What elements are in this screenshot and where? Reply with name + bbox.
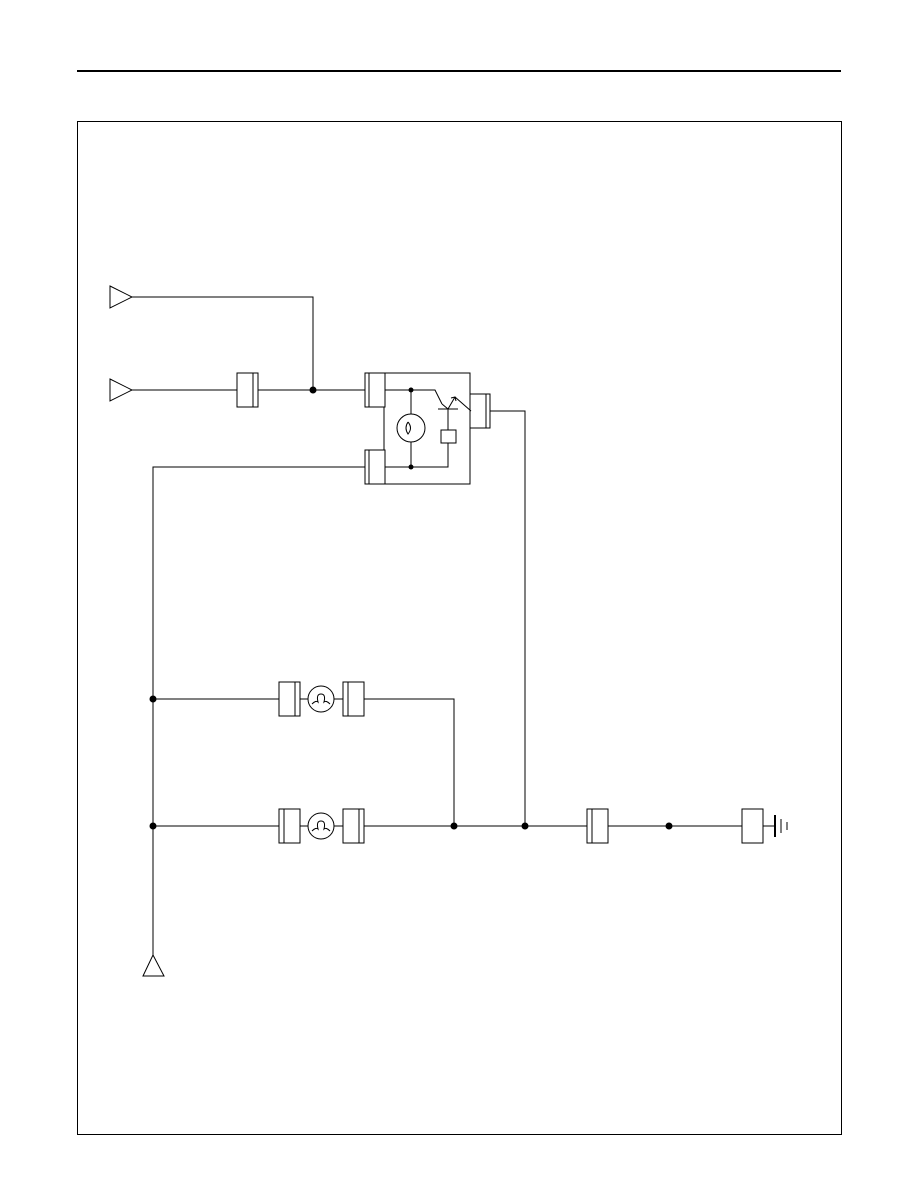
junction-dot-lamp2: [149, 822, 157, 830]
control-module: [364, 372, 491, 485]
junction-dot-input: [309, 386, 317, 394]
wire-lamp1-right: [364, 698, 455, 826]
junction-dot-bus-2: [521, 822, 529, 830]
power-input-2-arrow: [109, 378, 134, 402]
power-input-1-arrow: [109, 285, 134, 309]
transistor-icon: [411, 389, 472, 430]
lamp-1-assembly: [278, 681, 365, 717]
output-arrow-icon: [142, 953, 165, 977]
lamp-1-bulb-icon: [307, 685, 335, 713]
wire-input-1: [132, 296, 314, 390]
relay-coil-icon: [411, 429, 457, 468]
junction-dot-lamp1: [149, 695, 157, 703]
inline-connector-1: [236, 372, 259, 408]
module-lamp-icon: [396, 413, 426, 443]
ground-connector: [741, 808, 764, 844]
junction-dot-bus-1: [450, 822, 458, 830]
inline-connector-2: [586, 808, 609, 844]
lamp-2-bulb-icon: [307, 812, 335, 840]
junction-dot-ground: [665, 822, 673, 830]
chassis-ground-icon: [763, 815, 788, 837]
wire-module-to-rail: [152, 466, 365, 955]
wire-module-output: [490, 410, 526, 826]
diagram-frame: [77, 121, 842, 1135]
lamp-2-assembly: [278, 808, 365, 844]
